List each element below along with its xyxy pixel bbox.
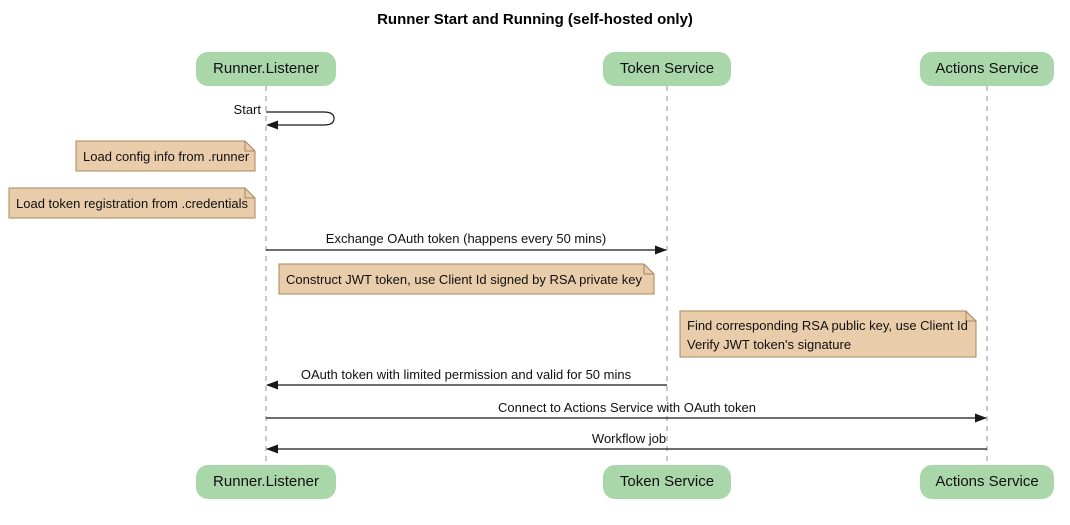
message-label-oauth-return: OAuth token with limited permission and … [300, 367, 632, 382]
participant-token-service-bottom: Token Service [603, 465, 731, 499]
participant-token-service-top: Token Service [603, 52, 731, 86]
note-load-credentials-fold [244, 188, 255, 199]
note-verify-jwt-text: Find corresponding RSA public key, use C… [680, 311, 976, 354]
note-construct-jwt-fold [643, 264, 654, 275]
self-message-start-line [266, 111, 335, 126]
note-construct-jwt-shape [278, 263, 655, 295]
message-connect-actions-arrowhead [975, 413, 987, 423]
note-load-credentials-text: Load token registration from .credential… [16, 196, 248, 211]
note-load-credentials-shape [8, 187, 256, 219]
note-verify-jwt-line-2: Verify JWT token's signature [687, 337, 852, 352]
note-verify-jwt-line-1: Find corresponding RSA public key, use C… [687, 318, 968, 333]
self-message-start-arrowhead [266, 120, 278, 130]
participant-runner-listener-bottom: Runner.Listener [196, 465, 336, 499]
message-label-connect-actions: Connect to Actions Service with OAuth to… [498, 400, 756, 415]
diagram-title: Runner Start and Running (self-hosted on… [377, 11, 693, 28]
participant-actions-service-bottom: Actions Service [920, 465, 1054, 499]
note-verify-jwt-fold [965, 311, 976, 322]
message-oauth-return-arrowhead [266, 380, 278, 390]
message-exchange-token-arrowhead [655, 245, 667, 255]
message-workflow-job-arrowhead [266, 444, 278, 454]
message-label-exchange-token: Exchange OAuth token (happens every 50 m… [325, 231, 607, 246]
note-construct-jwt-text: Construct JWT token, use Client Id signe… [286, 272, 642, 287]
participant-actions-service-top: Actions Service [920, 52, 1054, 86]
participant-runner-listener-top: Runner.Listener [196, 52, 336, 86]
note-load-config-shape [75, 140, 256, 172]
note-load-config-text: Load config info from .runner [83, 149, 250, 164]
message-label-start: Start [233, 102, 261, 117]
note-load-config-fold [244, 141, 255, 152]
message-label-workflow-job: Workflow job [591, 431, 667, 446]
note-verify-jwt-shape [679, 310, 977, 358]
